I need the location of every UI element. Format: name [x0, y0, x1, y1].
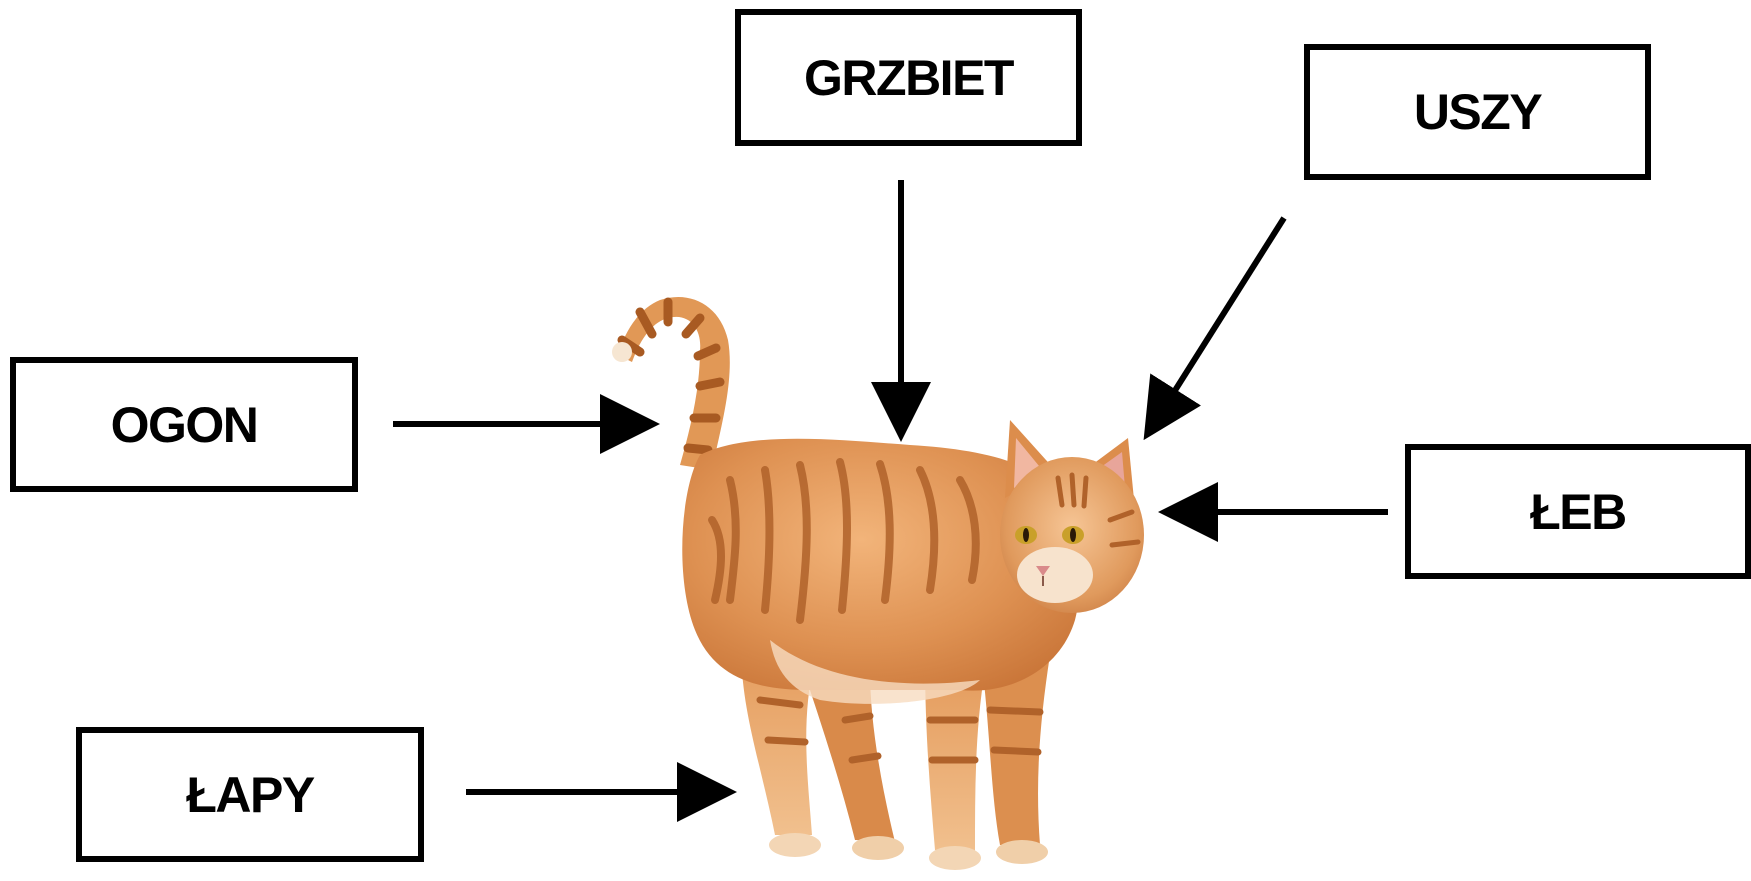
- cat-paw: [929, 846, 981, 870]
- cat-head: [1000, 420, 1144, 613]
- cat-tail: [618, 296, 730, 470]
- cat-paw: [996, 840, 1048, 864]
- label-uszy: USZY: [1304, 44, 1651, 180]
- label-leb-text: ŁEB: [1530, 483, 1627, 540]
- label-grzbiet: GRZBIET: [735, 9, 1082, 146]
- label-lapy-text: ŁAPY: [186, 766, 315, 823]
- arrow-uszy: [1143, 216, 1287, 441]
- cat-paw: [852, 836, 904, 860]
- label-grzbiet-text: GRZBIET: [804, 49, 1014, 106]
- arrows: [393, 180, 1388, 822]
- label-leb: ŁEB: [1405, 444, 1751, 579]
- body-stripes: [708, 458, 980, 624]
- cat-back-leg-right: [800, 660, 895, 842]
- cat-image: [612, 296, 1144, 870]
- label-ogon-text: OGON: [110, 396, 259, 453]
- cat-body: [682, 438, 1080, 691]
- leg-stripes: [756, 696, 1044, 764]
- label-uszy-text: USZY: [1413, 84, 1543, 140]
- label-lapy: ŁAPY: [76, 727, 424, 862]
- tail-stripes: [617, 297, 725, 455]
- cat-nose: [1036, 566, 1050, 576]
- cat-paw: [769, 833, 821, 857]
- label-ogon: OGON: [10, 357, 358, 492]
- cat-front-leg-left: [925, 660, 985, 852]
